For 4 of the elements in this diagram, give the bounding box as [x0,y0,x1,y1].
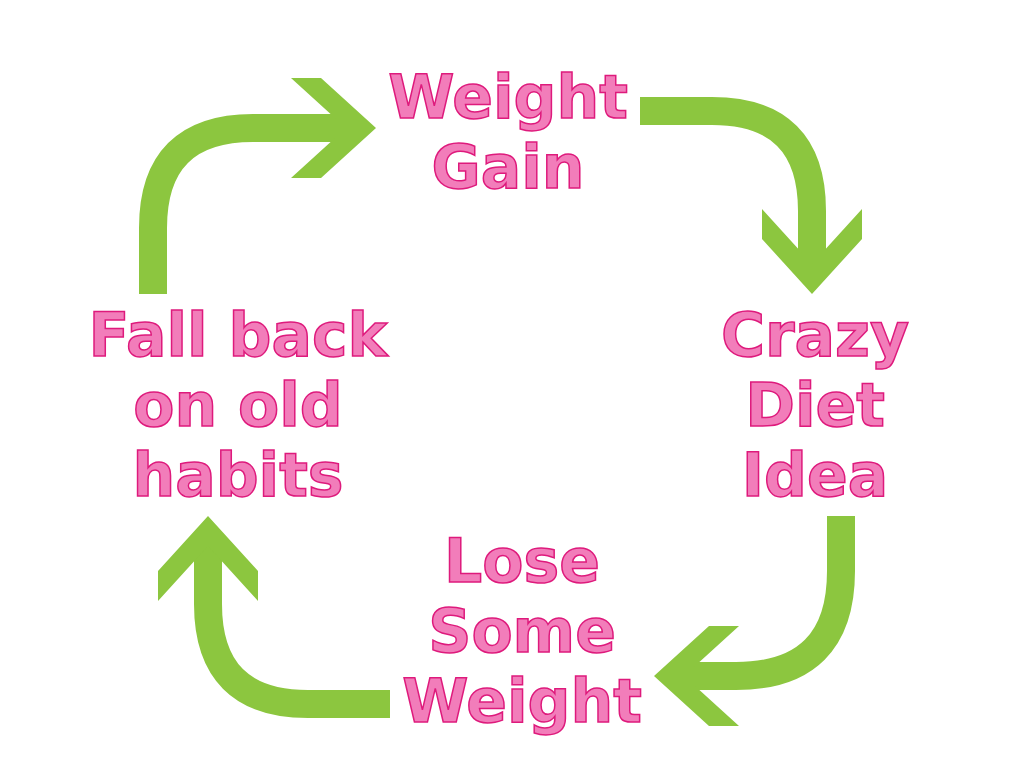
cycle-step-text: Weight Gain [382,62,634,202]
cycle-step-text: Crazy Diet Idea [716,300,914,510]
cycle-step-text: Fall back on old habits [82,300,394,510]
cycle-step-text: Lose Some Weight [396,526,648,736]
